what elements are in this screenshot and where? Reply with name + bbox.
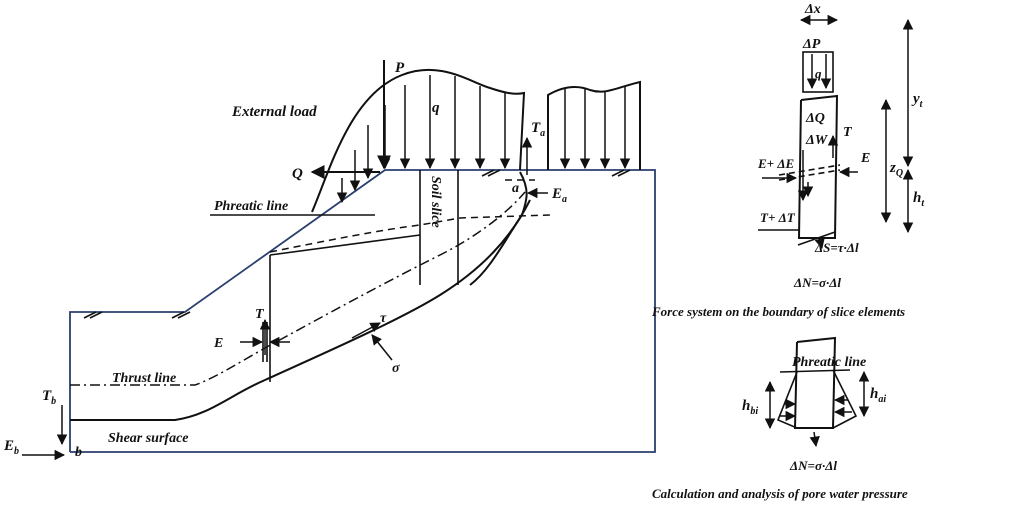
load-envelope <box>311 69 526 213</box>
P-label: P <box>395 60 405 76</box>
Ea-label: Ea <box>551 186 567 205</box>
load-envelope-right <box>547 80 641 170</box>
Tb-label: Tb <box>42 388 56 407</box>
hai-label: hai <box>870 386 886 405</box>
T-element-label: T <box>843 125 853 140</box>
external-load <box>310 60 641 213</box>
pore-pressure-element: Phreatic line hbi hai ΔN=σ·Δl Calculatio… <box>652 336 908 501</box>
dP-label: ΔP <box>802 37 821 52</box>
phreatic-line-element-label: Phreatic line <box>792 355 866 370</box>
thrust-line-curve <box>70 191 526 386</box>
slice-force-marker <box>240 318 290 362</box>
hbi-label: hbi <box>742 398 758 417</box>
soil-slices <box>269 170 459 382</box>
T-plus-label: T+ ΔT <box>760 210 796 225</box>
E-element-label: E <box>860 151 870 166</box>
dW-label: ΔW <box>805 133 829 148</box>
sigma-arrow <box>371 334 393 361</box>
dS-label: ΔS=τ·Δl <box>814 240 859 255</box>
E-plus-label: E+ ΔE <box>757 156 794 171</box>
pore-pressure-caption: Calculation and analysis of pore water p… <box>652 486 908 501</box>
zQ-label: zQ <box>889 160 903 179</box>
a-label: a <box>512 181 519 196</box>
dQ-label: ΔQ <box>805 111 825 126</box>
phreatic-line <box>210 214 551 253</box>
b-label: b <box>75 445 82 460</box>
dN-pore-label: ΔN=σ·Δl <box>789 458 837 473</box>
slope-body <box>69 169 656 453</box>
tau-label: τ <box>380 311 387 326</box>
T-label: T <box>255 307 265 322</box>
soil-slice-label: Soil slice <box>428 176 443 228</box>
dx-label: Δx <box>804 2 821 17</box>
slope-outline <box>69 169 656 453</box>
dN-element-label: ΔN=σ·Δl <box>793 275 841 290</box>
shear-surface-line <box>70 199 531 421</box>
tau-arrow <box>351 322 381 339</box>
Eb-label: Eb <box>3 438 19 457</box>
Ta-label: Ta <box>531 120 545 139</box>
shear-surface-label: Shear surface <box>108 431 189 446</box>
q-label: q <box>432 100 440 116</box>
q-element-label: q <box>815 66 822 81</box>
slice-element: Δx ΔP q ΔQ ΔW T E E+ ΔE T+ ΔT ΔS=τ·Δl ΔN… <box>651 2 925 319</box>
main-labels: External load P q Q Ta a Ea Phreatic lin… <box>3 60 567 460</box>
surface-hatch-marks <box>83 169 631 319</box>
phreatic-line-label: Phreatic line <box>214 199 288 214</box>
yt-label: yt <box>911 91 924 110</box>
external-load-label: External load <box>231 104 317 120</box>
sigma-label: σ <box>392 361 400 376</box>
ht-label: ht <box>913 190 925 209</box>
E-label: E <box>213 336 223 351</box>
slice-element-caption: Force system on the boundary of slice el… <box>651 304 905 319</box>
thrust-line-label: Thrust line <box>112 371 176 386</box>
Q-label: Q <box>292 166 303 182</box>
